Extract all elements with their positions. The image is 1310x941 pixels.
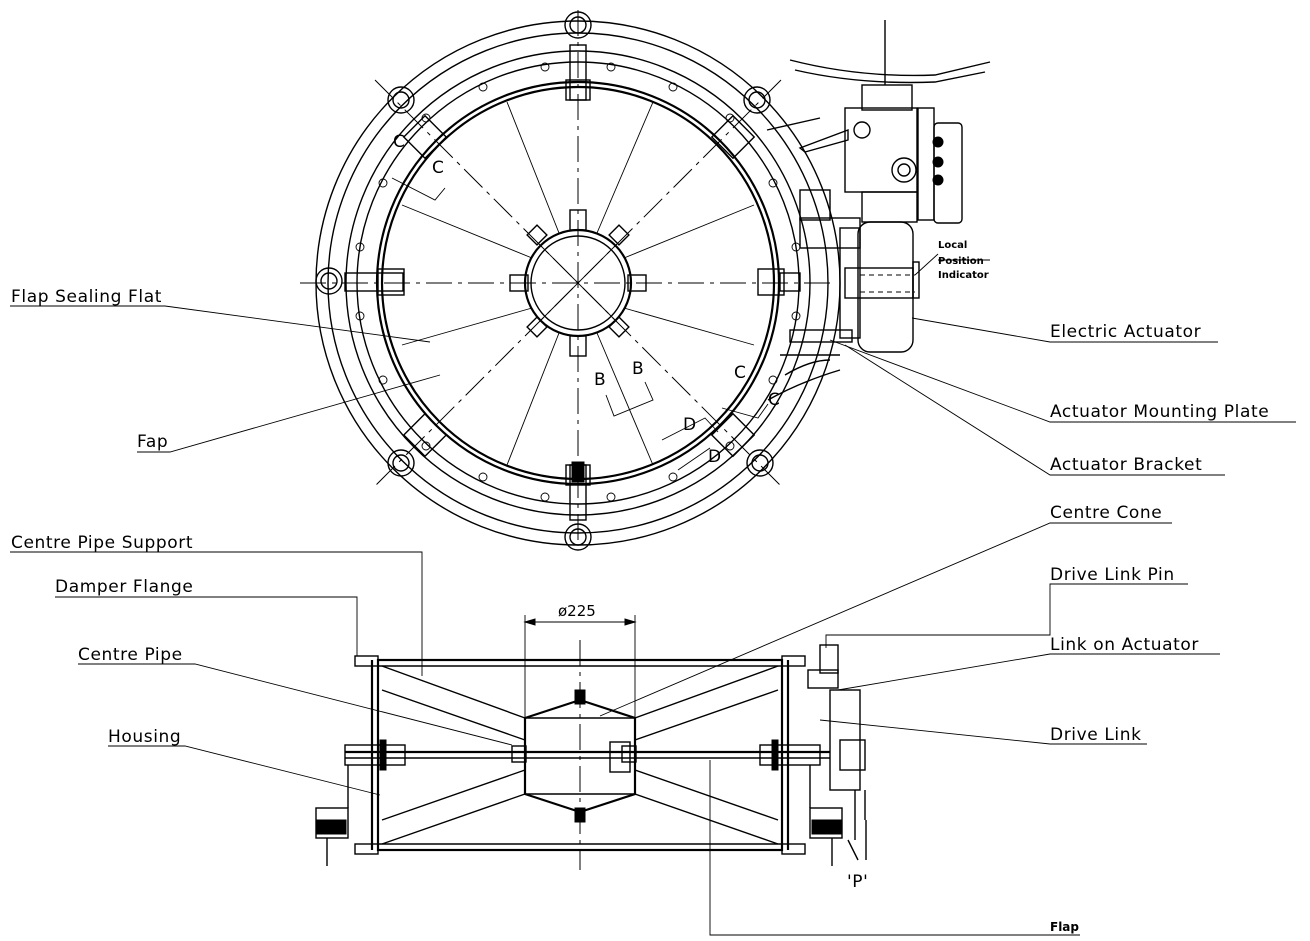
lifting-lugs bbox=[315, 11, 774, 551]
section-mark-c-4: C bbox=[768, 390, 780, 410]
front-view: C C B B C C D D bbox=[300, 10, 841, 551]
label-drive-link-pin: Drive Link Pin bbox=[1050, 565, 1175, 585]
section-mark-b-1: B bbox=[594, 370, 606, 390]
label-link-on-actuator: Link on Actuator bbox=[1050, 635, 1199, 655]
label-fap: Fap bbox=[137, 432, 168, 452]
side-view: ø225 bbox=[315, 602, 867, 870]
section-mark-c-1: C bbox=[393, 132, 405, 152]
label-p-marker: 'P' bbox=[847, 872, 868, 892]
label-damper-flange: Damper Flange bbox=[55, 577, 193, 597]
handwheel bbox=[789, 59, 991, 77]
section-mark-b-2: B bbox=[632, 359, 644, 379]
label-housing: Housing bbox=[108, 727, 181, 747]
section-mark-c-3: C bbox=[734, 363, 746, 383]
label-actuator-bracket: Actuator Bracket bbox=[1050, 455, 1202, 475]
flap-ribs bbox=[401, 101, 755, 466]
dimension-diameter: ø225 bbox=[558, 602, 596, 620]
section-mark-d-1: D bbox=[683, 415, 696, 435]
electric-actuator-drawing bbox=[780, 20, 991, 356]
ring-bolts bbox=[355, 62, 801, 502]
label-drive-link: Drive Link bbox=[1050, 725, 1142, 745]
label-centre-pipe: Centre Pipe bbox=[78, 645, 183, 665]
section-mark-d-2: D bbox=[708, 447, 721, 467]
label-actuator-mounting-plate: Actuator Mounting Plate bbox=[1050, 402, 1269, 422]
bearing-blocks bbox=[344, 44, 801, 521]
centre-pipe-supports bbox=[381, 665, 779, 845]
label-local: Local bbox=[938, 240, 967, 251]
label-position: Position bbox=[938, 256, 984, 267]
leaders bbox=[10, 259, 1296, 936]
label-centre-pipe-support: Centre Pipe Support bbox=[11, 533, 193, 553]
label-electric-actuator: Electric Actuator bbox=[1050, 322, 1201, 342]
label-indicator: Indicator bbox=[938, 270, 989, 281]
section-mark-c-2: C bbox=[432, 158, 444, 178]
label-centre-cone: Centre Cone bbox=[1050, 503, 1162, 523]
label-flap-sealing-flat: Flap Sealing Flat bbox=[11, 287, 162, 307]
label-flap: Flap bbox=[1050, 920, 1079, 934]
